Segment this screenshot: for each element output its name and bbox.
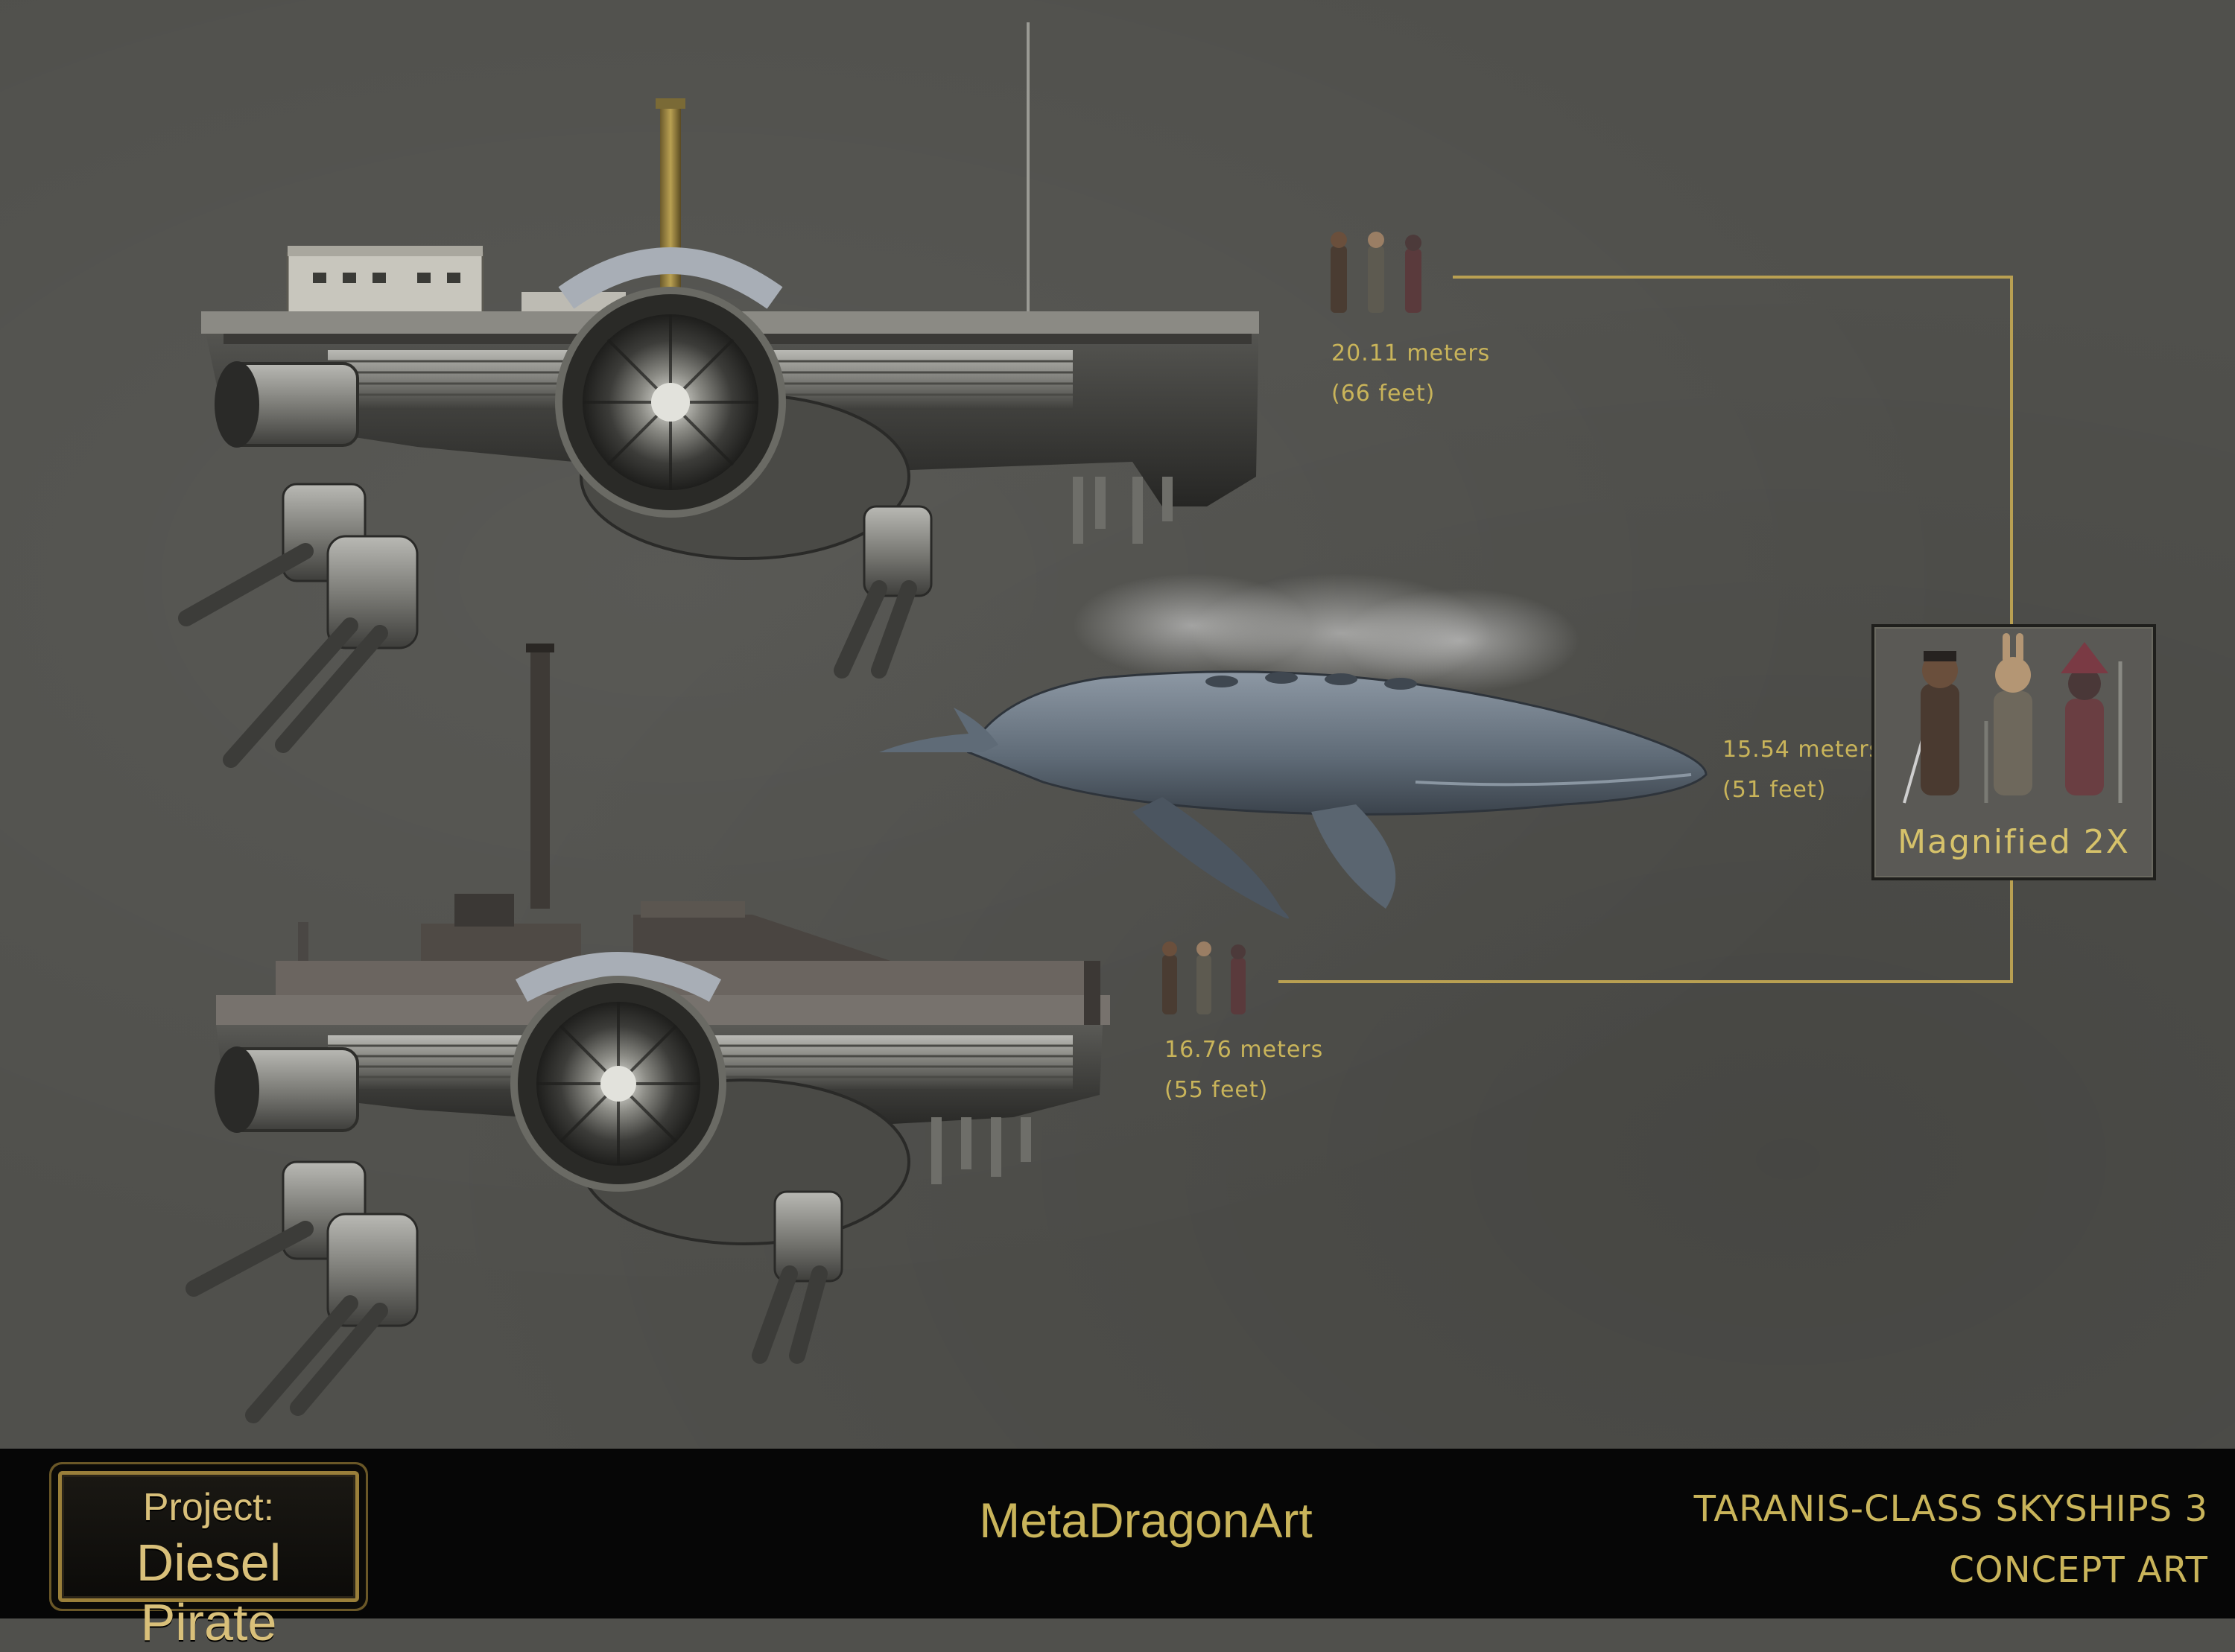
ship-small-meters: 16.76 meters — [1164, 1037, 1324, 1063]
whale-meters: 15.54 meters — [1722, 737, 1882, 763]
artist-name: MetaDragonArt — [979, 1493, 1313, 1548]
magnified-crew-panel: Magnified 2X — [1871, 624, 2156, 880]
title-line-2: CONCEPT ART — [1949, 1549, 2208, 1591]
whale-illustration — [879, 574, 1708, 919]
connector-lines — [1278, 276, 2013, 983]
logo-line-2: Diesel Pirate — [136, 1534, 282, 1651]
crew-scale-figures-top — [1331, 232, 1421, 313]
skyship-small — [186, 644, 1110, 1423]
footer-bar: Project: Diesel Pirate MetaDragonArt TAR… — [0, 1449, 2235, 1651]
magnified-crew-figures — [1903, 633, 2123, 804]
artwork-title: TARANIS-CLASS SKYSHIPS 3 CONCEPT ART — [1694, 1478, 2208, 1601]
artboard: 20.11 meters (66 feet) 15.54 meters (51 … — [0, 0, 2235, 1449]
skyship-large — [178, 22, 1259, 768]
concept-art-illustration — [178, 22, 2013, 1423]
logo-line-1: Project: — [142, 1486, 275, 1529]
ship-small-feet: (55 feet) — [1164, 1077, 1269, 1103]
whale-dimension-label: 15.54 meters (51 feet) — [1722, 730, 1881, 810]
project-logo: Project: Diesel Pirate — [58, 1471, 359, 1651]
ship-large-feet: (66 feet) — [1331, 381, 1436, 407]
whale-feet: (51 feet) — [1722, 777, 1827, 803]
crew-scale-figures-bottom — [1162, 941, 1246, 1014]
magnified-caption: Magnified 2X — [1898, 823, 2130, 861]
ship-large-dimension-label: 20.11 meters (66 feet) — [1331, 334, 1490, 414]
ship-large-meters: 20.11 meters — [1331, 340, 1491, 366]
title-line-1: TARANIS-CLASS SKYSHIPS 3 — [1693, 1488, 2208, 1530]
ship-small-dimension-label: 16.76 meters (55 feet) — [1164, 1030, 1323, 1111]
